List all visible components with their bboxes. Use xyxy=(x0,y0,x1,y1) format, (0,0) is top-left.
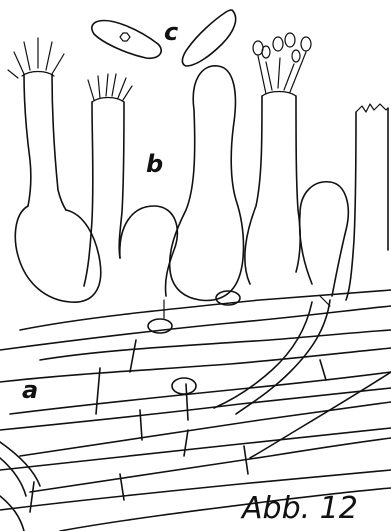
basidia-b xyxy=(8,33,388,302)
basidium-3-bulb xyxy=(120,206,178,296)
figure-caption: Abb. 12 xyxy=(240,491,358,526)
spore-right xyxy=(182,10,235,66)
basidium-7-apex xyxy=(356,104,388,112)
basidium-6 xyxy=(300,182,349,296)
label-b: b xyxy=(146,150,163,178)
basidium-2 xyxy=(84,102,124,286)
basidium-2-apex xyxy=(88,74,132,102)
basidium-5-apex xyxy=(258,52,306,96)
spore-pore xyxy=(120,33,130,41)
basidium-4 xyxy=(170,66,244,301)
basidium-5 xyxy=(245,96,300,284)
basidium-1 xyxy=(24,74,66,210)
label-c: c xyxy=(164,18,178,46)
sterigma-tips xyxy=(253,33,311,62)
basidium-1-apex xyxy=(8,38,64,78)
basidium-7 xyxy=(346,108,388,300)
basidium-1-base xyxy=(15,206,100,302)
spore-left xyxy=(92,21,161,59)
label-a: a xyxy=(22,376,38,404)
